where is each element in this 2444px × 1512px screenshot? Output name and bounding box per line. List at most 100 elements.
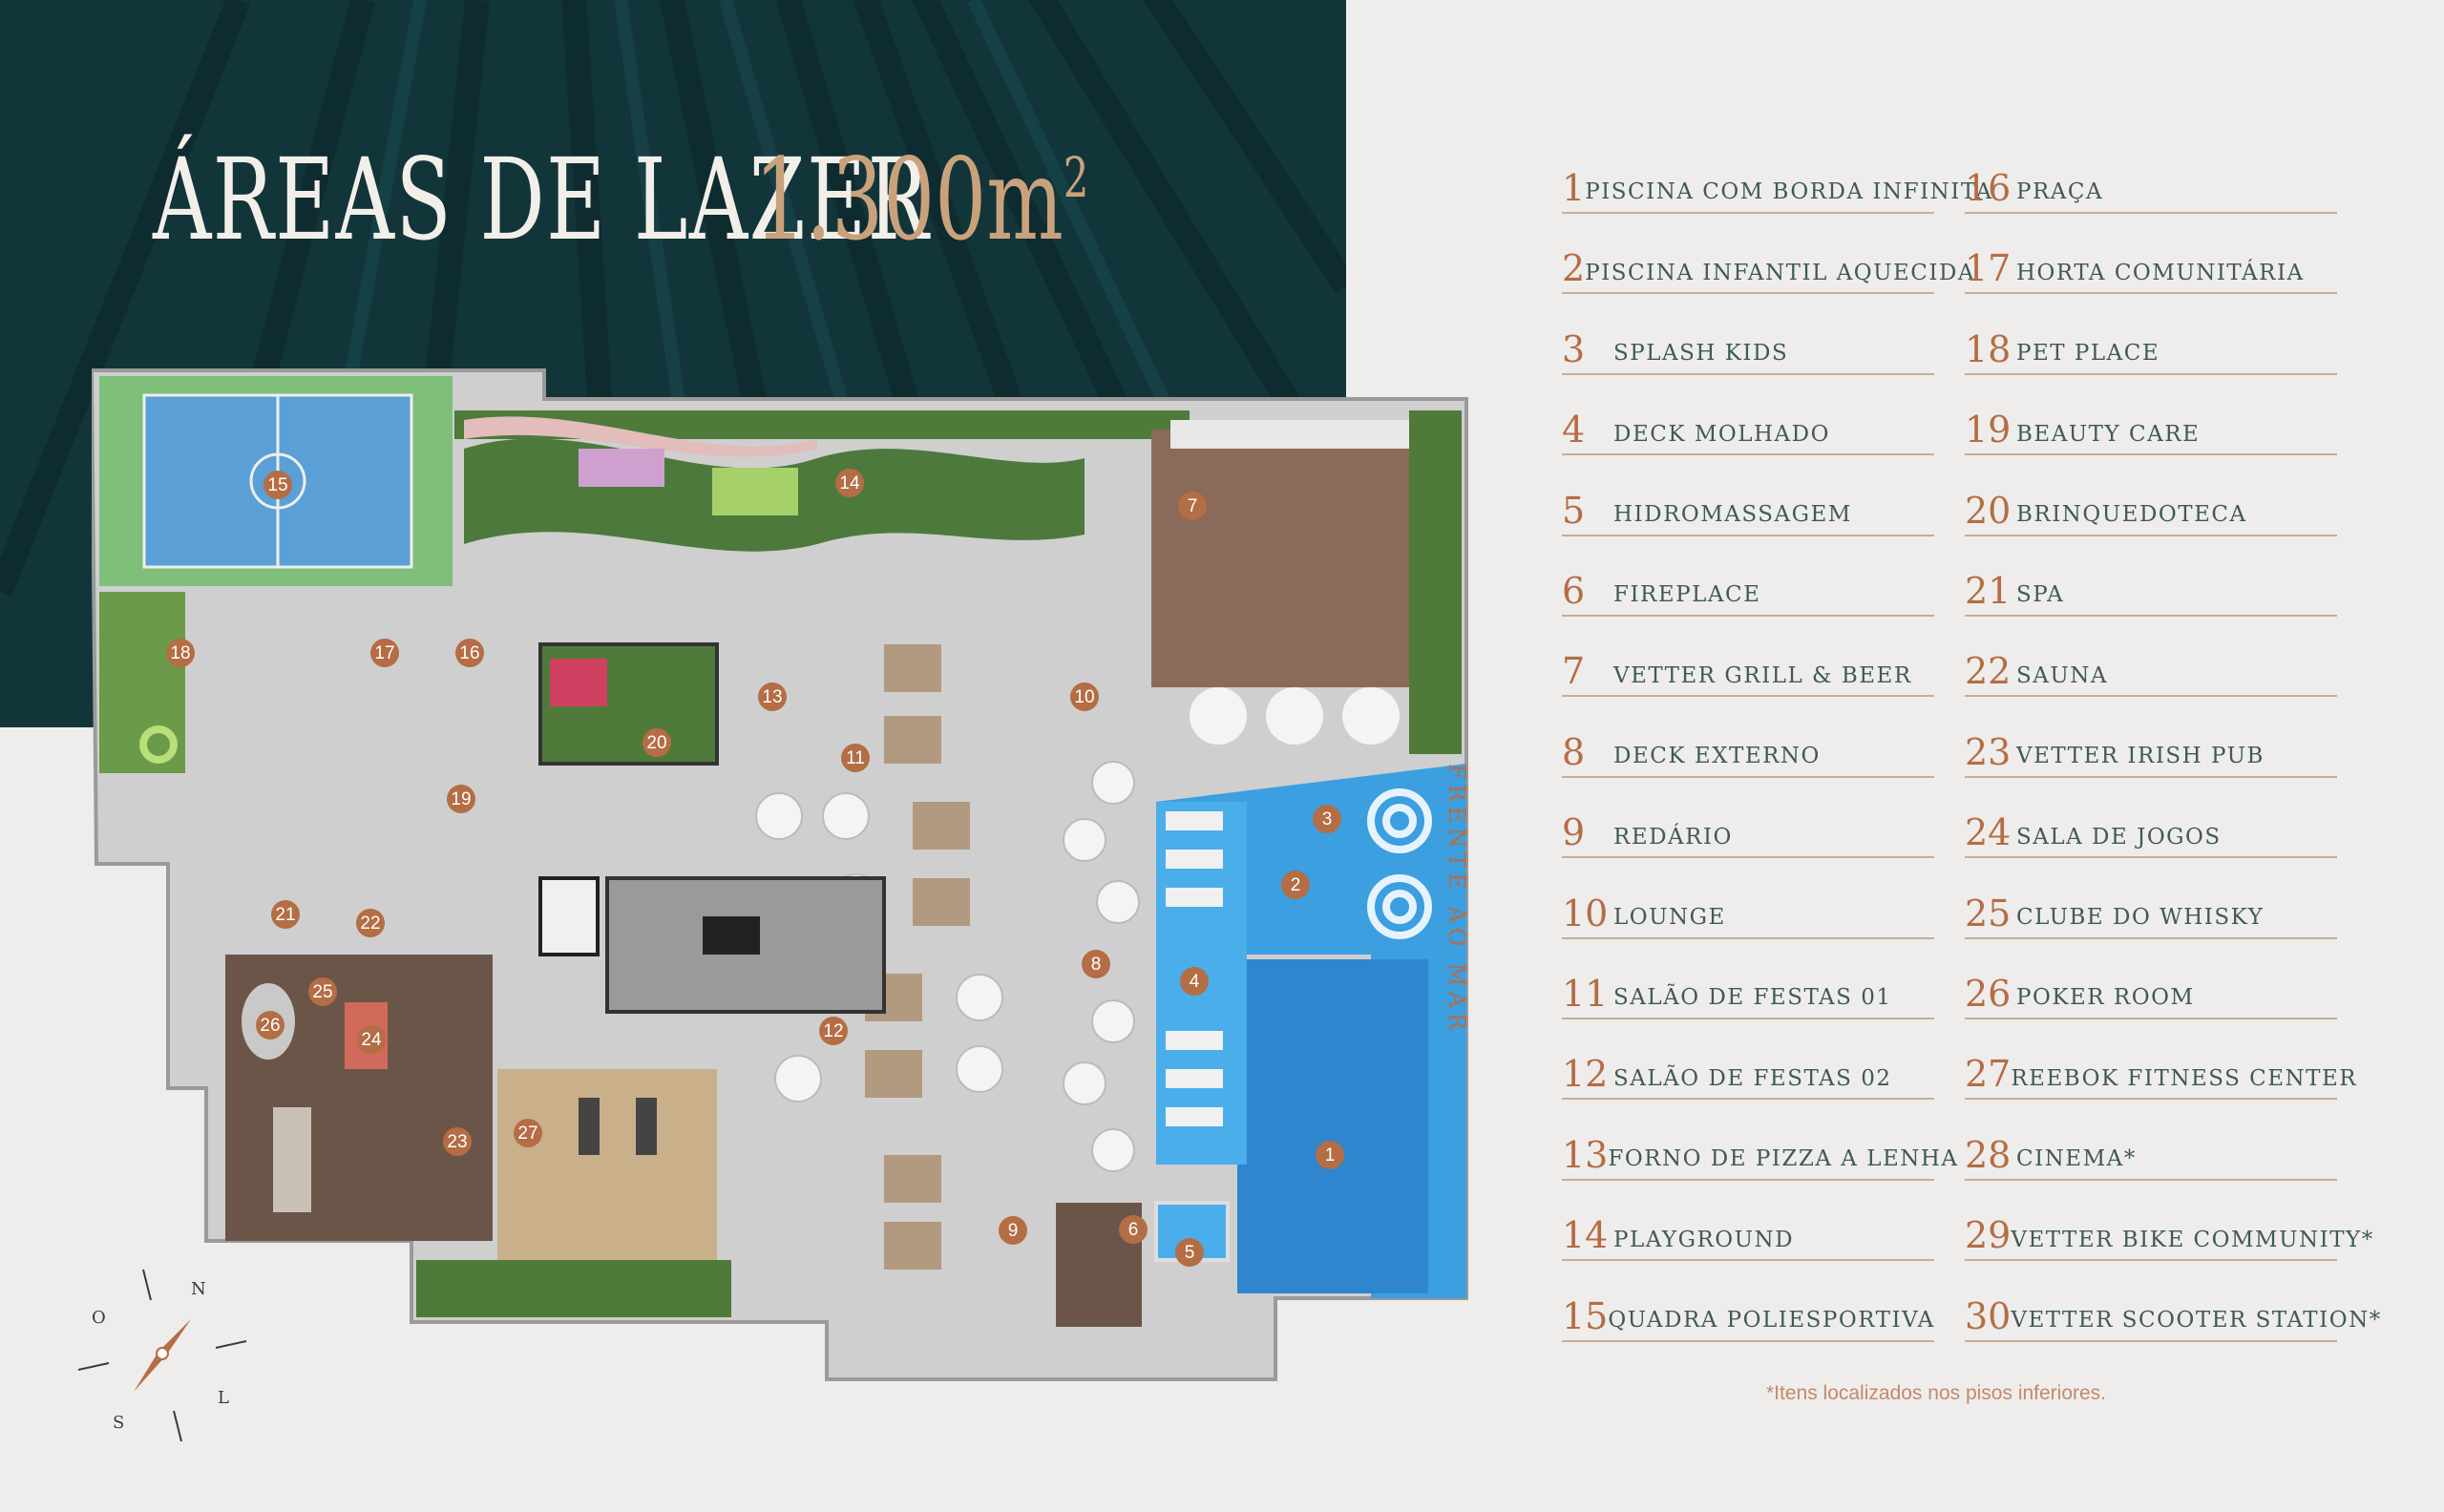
legend-label: Salão de festas 01 <box>1613 985 1892 1011</box>
plan-marker-14 <box>835 469 864 497</box>
plan-marker-label: 3 <box>1322 809 1333 830</box>
legend-label: Beauty care <box>2016 421 2201 447</box>
plan-marker-label: 4 <box>1190 972 1200 992</box>
legend-item-22: 22Sauna <box>1965 645 2337 698</box>
compass-s: S <box>113 1413 124 1433</box>
plan-marker-label: 17 <box>374 643 394 663</box>
legend-number: 19 <box>1965 409 2012 452</box>
legend-number: 30 <box>1965 1294 2012 1337</box>
legend-number: 1 <box>1562 167 1586 209</box>
legend-label: Hidromassagem <box>1613 502 1852 527</box>
legend-label: Horta comunitária <box>2016 260 2305 285</box>
legend-number: 2 <box>1562 247 1586 290</box>
title-area: 1.300m2 <box>754 143 1088 256</box>
legend-item-27: 27Reebok fitness center <box>1965 1048 2356 1101</box>
title-area-sup: 2 <box>1063 145 1089 210</box>
legend-item-30: 30Vetter scooter station* <box>1965 1291 2380 1342</box>
plan-marker-12 <box>819 1017 848 1045</box>
legend-label: Redário <box>1613 824 1733 850</box>
legend-item-6: 6Fireplace <box>1562 565 1934 617</box>
infinity-pool <box>1237 959 1428 1293</box>
plan-marker-label: 24 <box>361 1030 382 1050</box>
legend-number: 23 <box>1965 730 2012 773</box>
plan-marker-label: 15 <box>267 475 287 495</box>
legend-number: 10 <box>1562 892 1609 934</box>
plan-marker-13 <box>758 682 787 711</box>
legend-item-24: 24Sala de jogos <box>1965 807 2337 859</box>
legend-item-10: 10Lounge <box>1562 888 1934 939</box>
plan-marker-label: 25 <box>312 982 332 1002</box>
legend-item-21: 21Spa <box>1965 565 2337 617</box>
plan-marker-22 <box>356 909 385 937</box>
plan-marker-3 <box>1313 805 1341 833</box>
legend-label: Deck molhado <box>1613 421 1830 447</box>
legend-label: Clube do whisky <box>2016 905 2265 930</box>
legend-label: Sauna <box>2016 662 2108 688</box>
legend-item-1: 1Piscina com borda infinita <box>1562 162 1991 214</box>
legend-number: 15 <box>1562 1294 1609 1337</box>
legend-item-18: 18Pet place <box>1965 324 2337 375</box>
compass-o: O <box>92 1308 106 1328</box>
legend-item-8: 8Deck externo <box>1562 726 1934 778</box>
plan-marker-label: 22 <box>360 914 380 934</box>
plan-marker-label: 26 <box>260 1016 280 1036</box>
plan-marker-27 <box>514 1119 542 1147</box>
legend-item-23: 23Vetter irish pub <box>1965 726 2337 778</box>
plan-marker-label: 12 <box>823 1021 843 1041</box>
legend-number: 13 <box>1562 1133 1609 1176</box>
legend-label: Pet place <box>2016 341 2160 367</box>
legend-item-20: 20Brinquedoteca <box>1965 485 2337 536</box>
legend-label: Spa <box>2016 582 2065 608</box>
legend-number: 14 <box>1562 1214 1609 1257</box>
legend-number: 4 <box>1562 409 1586 452</box>
plan-marker-label: 7 <box>1188 496 1198 516</box>
plan-marker-label: 18 <box>170 643 190 663</box>
legend-item-5: 5Hidromassagem <box>1562 485 1934 536</box>
plan-marker-15 <box>263 471 292 499</box>
plan-marker-2 <box>1281 871 1310 899</box>
legend-label: Brinquedoteca <box>2016 502 2247 527</box>
plan-marker-23 <box>443 1127 472 1156</box>
plan-marker-label: 16 <box>459 643 479 663</box>
legend-label: Playground <box>1613 1227 1795 1252</box>
plan-marker-label: 6 <box>1128 1220 1139 1240</box>
plan-marker-label: 23 <box>447 1132 467 1152</box>
legend-label: Deck externo <box>1613 744 1821 769</box>
legend-item-14: 14Playground <box>1562 1209 1934 1262</box>
footnote: *Itens localizados nos pisos inferiores. <box>1766 1382 2107 1404</box>
legend-item-13: 13Forno de pizza a lenha <box>1562 1129 1957 1181</box>
legend-item-16: 16Praça <box>1965 162 2337 214</box>
plan-marker-21 <box>271 900 300 929</box>
legend-number: 21 <box>1965 570 2012 612</box>
legend-label: Quadra poliesportiva <box>1608 1308 1935 1333</box>
legend-label: Poker room <box>2016 985 2195 1011</box>
legend-number: 9 <box>1562 811 1586 854</box>
legend-label: Reebok fitness center <box>2011 1065 2358 1091</box>
legend-label: Sala de jogos <box>2016 824 2222 850</box>
legend-number: 25 <box>1965 892 2012 934</box>
compass-n: N <box>191 1279 206 1299</box>
plan-marker-label: 13 <box>762 687 782 707</box>
legend-label: Piscina com borda infinita <box>1585 179 1993 205</box>
plan-marker-17 <box>370 639 399 667</box>
legend-number: 16 <box>1965 167 2012 209</box>
legend-number: 17 <box>1965 247 2012 290</box>
legend-label: Vetter scooter station* <box>2011 1308 2382 1333</box>
compass-icon: N O L S <box>77 1269 247 1442</box>
legend-number: 26 <box>1965 973 2012 1015</box>
legend-label: Salão de festas 02 <box>1613 1065 1892 1091</box>
plan-marker-label: 9 <box>1008 1221 1019 1241</box>
legend-item-2: 2Piscina infantil aquecida <box>1562 242 1974 295</box>
legend-item-19: 19Beauty care <box>1965 404 2337 456</box>
legend-label: Piscina infantil aquecida <box>1585 260 1976 285</box>
legend-item-9: 9 Redário <box>1562 807 1934 859</box>
legend-label: Cinema* <box>2016 1146 2137 1172</box>
plan-marker-label: 19 <box>451 789 471 809</box>
plan-marker-label: 20 <box>646 733 666 753</box>
legend-item-17: 17Horta comunitária <box>1965 242 2337 295</box>
side-label: FRENTE AO MAR <box>1443 764 1470 1036</box>
legend-item-3: 3Splash kids <box>1562 324 1934 375</box>
legend-number: 29 <box>1965 1214 2012 1257</box>
plan-marker-7 <box>1178 492 1207 520</box>
plan-marker-8 <box>1082 950 1110 978</box>
